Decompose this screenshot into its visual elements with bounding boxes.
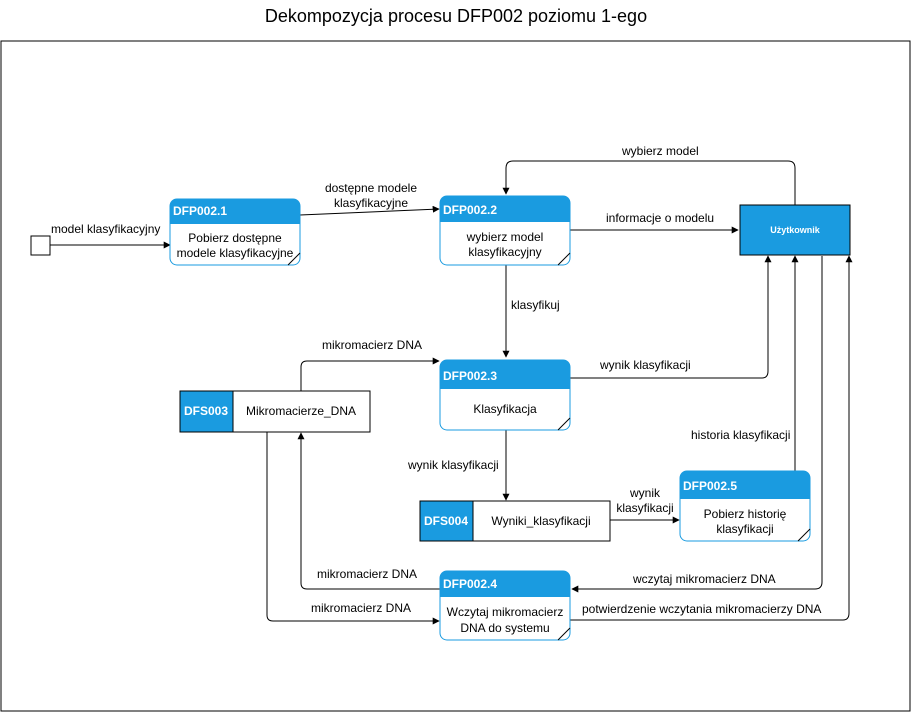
entity-uzytkownik[interactable]: Użytkownik	[739, 204, 851, 256]
process-dfp002-4-id: DFP002.4	[443, 577, 497, 591]
label-klasyfikuj: klasyfikuj	[511, 298, 560, 312]
label-mikromacierz-top: mikromacierz DNA	[322, 338, 422, 352]
flow-mikromacierz-up	[297, 432, 440, 590]
flow-wczytaj-mikromacierz	[571, 256, 823, 593]
process-dfp002-5-label-1: Pobierz historię	[704, 507, 787, 521]
label-dostepne-modele-2: klasyfikacyjne	[334, 196, 408, 210]
label-mikromacierz-up: mikromacierz DNA	[317, 567, 417, 581]
label-wybierz-model: wybierz model	[621, 144, 699, 158]
flow-wybierz-model	[502, 160, 796, 205]
label-wynik-klasyfikacji-top: wynik klasyfikacji	[599, 358, 691, 372]
process-dfp002-5-label-2: klasyfikacji	[716, 522, 773, 536]
process-dfp002-1-id: DFP002.1	[173, 204, 227, 218]
external-source-square	[30, 235, 51, 256]
store-dfs004-id: DFS004	[424, 514, 468, 528]
store-dfs003-id: DFS003	[184, 404, 228, 418]
flow-wynik-klasyfikacji-user	[570, 255, 772, 379]
diagram-frame	[0, 40, 911, 712]
store-dfs003-label: Mikromacierze_DNA	[246, 404, 356, 418]
process-dfp002-3-label-1: Klasyfikacja	[473, 402, 537, 416]
label-wczytaj-mikromacierz: wczytaj mikromacierz DNA	[632, 572, 776, 586]
process-dfp002-2[interactable]: DFP002.2 wybierz model klasyfikacyjny	[439, 195, 571, 266]
process-dfp002-4-label-1: Wczytaj mikromacierz	[447, 605, 564, 619]
label-mikromacierz-in: mikromacierz DNA	[311, 601, 411, 615]
label-historia-klasyfikacji: historia klasyfikacji	[691, 428, 790, 442]
label-dostepne-modele-1: dostępne modele	[325, 181, 417, 195]
process-dfp002-2-label-2: klasyfikacyjny	[468, 245, 541, 259]
process-dfp002-5[interactable]: DFP002.5 Pobierz historię klasyfikacji	[679, 470, 811, 542]
flow-mikromacierz-in	[266, 432, 440, 625]
process-dfp002-4[interactable]: DFP002.4 Wczytaj mikromacierz DNA do sys…	[439, 570, 571, 641]
process-dfp002-3-id: DFP002.3	[443, 369, 497, 383]
flow-potwierdzenie	[570, 255, 853, 621]
process-dfp002-2-id: DFP002.2	[443, 203, 497, 217]
process-dfp002-4-label-2: DNA do systemu	[460, 621, 549, 635]
process-dfp002-1-label-1: Pobierz dostępne	[188, 231, 282, 245]
flow-mikromacierz-top	[300, 357, 440, 391]
label-potwierdzenie: potwierdzenie wczytania mikromacierzy DN…	[582, 602, 821, 616]
process-dfp002-5-id: DFP002.5	[683, 479, 737, 493]
diagram-title: Dekompozycja procesu DFP002 poziomu 1-eg…	[264, 6, 648, 26]
process-dfp002-3[interactable]: DFP002.3 Klasyfikacja	[439, 359, 571, 431]
label-model-klasyfikacyjny: model klasyfikacyjny	[51, 222, 160, 236]
label-wynik-klasyfikacji-mid-1: wynik	[629, 486, 661, 500]
process-dfp002-1-label-2: modele klasyfikacyjne	[177, 246, 294, 260]
process-dfp002-2-label-1: wybierz model	[466, 230, 544, 244]
entity-uzytkownik-label: Użytkownik	[770, 225, 821, 235]
store-dfs004-label: Wyniki_klasyfikacji	[491, 514, 590, 528]
store-dfs004[interactable]: DFS004 Wyniki_klasyfikacji	[419, 500, 611, 542]
label-wynik-klasyfikacji-mid-2: klasyfikacji	[616, 501, 673, 515]
store-dfs003[interactable]: DFS003 Mikromacierze_DNA	[179, 390, 371, 433]
label-informacje-o-modelu: informacje o modelu	[606, 211, 714, 225]
label-wynik-klasyfikacji-left: wynik klasyfikacji	[407, 458, 499, 472]
flow-dostepne-modele	[299, 205, 440, 216]
process-dfp002-1[interactable]: DFP002.1 Pobierz dostępne modele klasyfi…	[169, 198, 301, 266]
